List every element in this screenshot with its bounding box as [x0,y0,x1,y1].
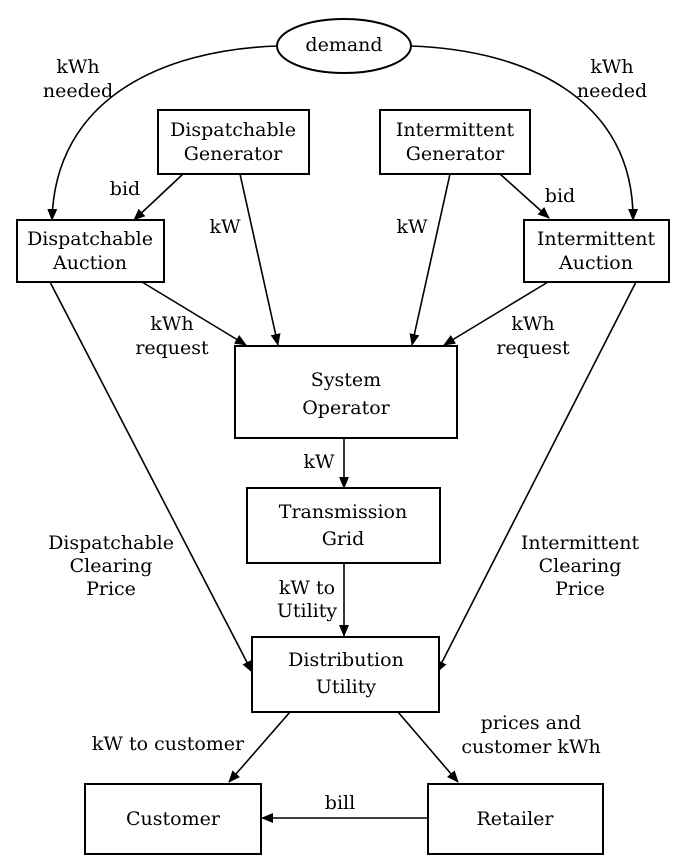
intermittent-generator-label-line2: Generator [406,143,505,165]
node-customer: Customer [84,783,262,855]
kw-dispatchable-label: kW [209,216,241,238]
edge-dispatchable-clearing-price [49,281,253,673]
prices-and-customer-kwh-line2: customer kWh [461,736,600,758]
kw-to-utility-line2: Utility [277,600,338,622]
kwh-needed-left-line1: kWh [56,56,99,78]
retailer-label: Retailer [477,808,555,830]
intermittent-auction-label-line2: Auction [558,252,633,274]
dispatchable-clearing-price-line1: Dispatchable [48,532,174,554]
transmission-grid-box [246,487,441,564]
node-intermittent-auction: Intermittent Auction [523,219,670,283]
edges [47,45,639,823]
system-operator-box [234,345,458,439]
dispatchable-auction-box [16,219,165,283]
kwh-needed-left-line2: needed [43,80,113,102]
edge-dispatchable-auction-kwh-request [141,281,247,346]
edge-dispatchable-generator-kw [239,173,281,346]
demand-label: demand [305,34,382,56]
intermittent-auction-label-line1: Intermittent [537,228,656,250]
edge-dispatchable-generator-bid [133,173,184,221]
dispatchable-generator-label-line1: Dispatchable [170,119,296,141]
customer-label: Customer [126,808,221,830]
system-operator-label-line1: System [311,369,381,391]
dispatchable-generator-box [157,109,310,175]
kwh-request-left-line2: request [135,337,209,359]
dispatchable-auction-label-line2: Auction [52,252,127,274]
kw-to-utility-line1: kW to [279,577,335,599]
dispatchable-generator-label-line2: Generator [184,143,283,165]
kwh-request-right-line2: request [496,337,570,359]
edge-utility-to-retailer [397,711,459,783]
kwh-needed-right-line1: kWh [590,56,633,78]
edge-labels: kWh needed kWh needed bid bid kW kW kWh … [43,56,647,814]
kw-intermittent-label: kW [396,216,428,238]
node-retailer: Retailer [427,783,604,855]
kwh-needed-right-line2: needed [577,80,647,102]
retailer-box [427,783,604,855]
prices-and-customer-kwh-line1: prices and [481,712,582,734]
kwh-request-right-line1: kWh [511,313,554,335]
node-dispatchable-auction: Dispatchable Auction [16,219,165,283]
node-demand: demand [276,18,412,74]
customer-box [84,783,262,855]
intermittent-clearing-price-line1: Intermittent [521,532,640,554]
intermittent-clearing-price-line3: Price [555,578,605,600]
dispatchable-clearing-price-line2: Clearing [70,555,153,577]
edge-demand-to-intermittent-auction [410,45,639,221]
intermittent-generator-label-line1: Intermittent [396,119,515,141]
kw-to-customer-label: kW to customer [92,733,245,755]
edge-intermittent-generator-kw [409,173,451,346]
kw-operator-to-grid-label: kW [303,451,335,473]
intermittent-generator-box [379,109,531,175]
edge-demand-to-dispatchable-auction [47,45,278,221]
dispatchable-clearing-price-line3: Price [86,578,136,600]
dispatchable-auction-label-line1: Dispatchable [27,228,153,250]
edge-intermittent-generator-bid [499,173,550,219]
edge-utility-to-customer [228,711,291,783]
node-intermittent-generator: Intermittent Generator [379,109,531,175]
intermittent-clearing-price-line2: Clearing [539,555,622,577]
node-distribution-utility: Distribution Utility [251,636,440,713]
distribution-utility-label-line1: Distribution [288,649,404,671]
bid-left-label: bid [110,178,140,200]
intermittent-auction-box [523,219,670,283]
distribution-utility-label-line2: Utility [316,676,377,698]
distribution-utility-box [251,636,440,713]
bill-label: bill [325,792,355,814]
kwh-request-left-line1: kWh [150,313,193,335]
demand-ellipse [276,18,412,74]
node-system-operator: System Operator [234,345,458,439]
transmission-grid-label-line2: Grid [322,528,365,550]
system-operator-label-line2: Operator [302,397,390,419]
transmission-grid-label-line1: Transmission [279,501,407,523]
node-dispatchable-generator: Dispatchable Generator [157,109,310,175]
bid-right-label: bid [545,185,575,207]
edge-intermittent-auction-kwh-request [443,281,549,346]
node-transmission-grid: Transmission Grid [246,487,441,564]
edge-intermittent-clearing-price [436,281,637,673]
